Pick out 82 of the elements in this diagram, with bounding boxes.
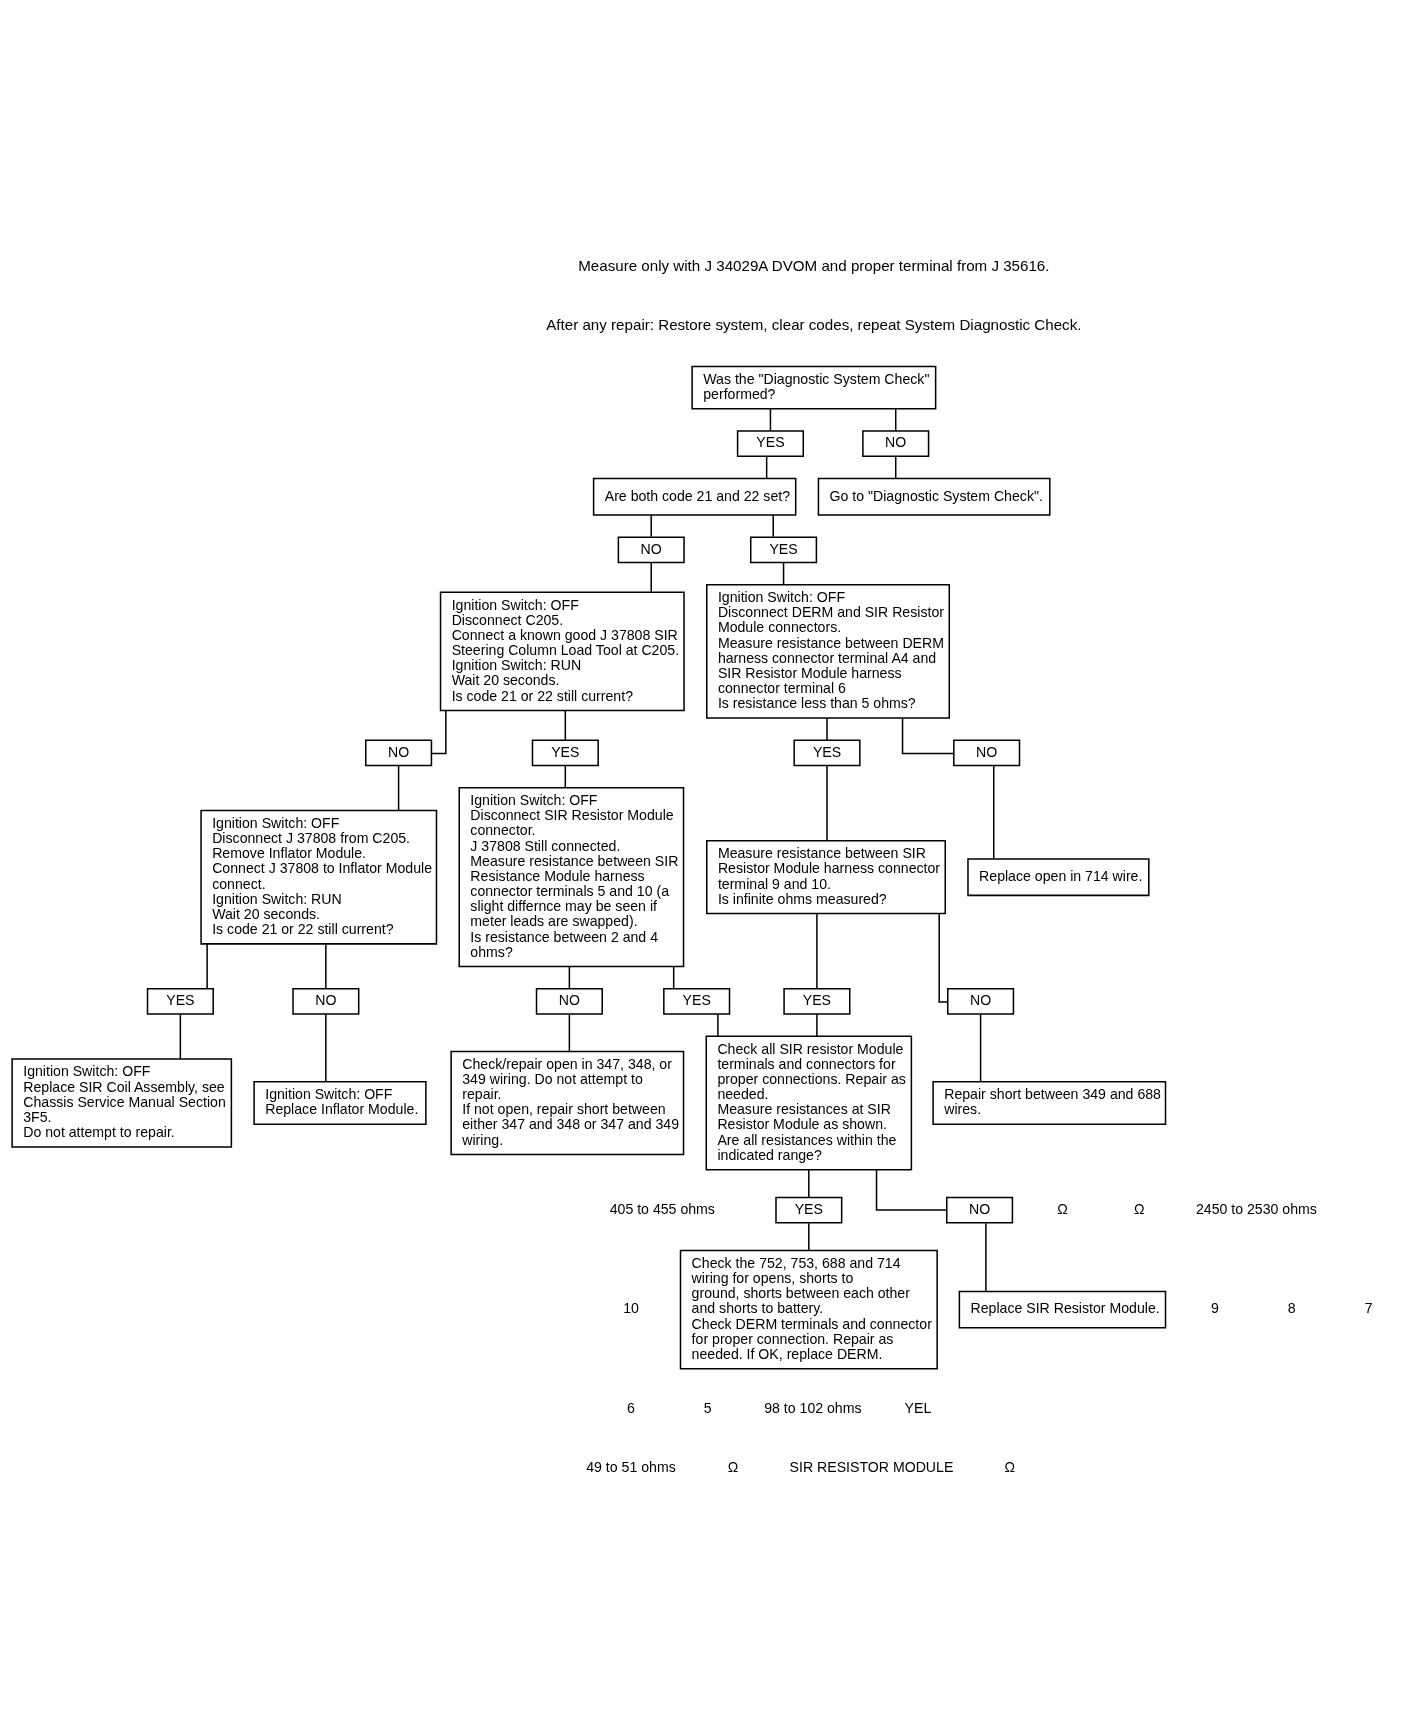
node-box: NO xyxy=(365,739,433,766)
node-box: YES xyxy=(783,987,851,1015)
node-box: Are both code 21 and 22 set? xyxy=(592,477,797,516)
connector xyxy=(816,912,818,990)
label: YEL xyxy=(904,1399,932,1416)
label: 10 xyxy=(623,1299,639,1316)
connector xyxy=(894,407,897,432)
connector xyxy=(816,1013,818,1037)
connector xyxy=(325,1013,327,1083)
connector xyxy=(397,764,400,811)
connector xyxy=(894,455,897,479)
connector xyxy=(650,513,652,538)
label: 5 xyxy=(703,1399,712,1416)
node-box: YES xyxy=(146,987,214,1015)
connector xyxy=(782,561,785,585)
label: 2450 to 2530 ohms xyxy=(1195,1200,1317,1217)
node-box: Go to "Diagnostic System Check". xyxy=(817,477,1051,516)
label: 8 xyxy=(1287,1299,1296,1316)
label: After any repair: Restore system, clear codes, repeat System Diagnostic Check. xyxy=(546,315,1082,333)
connector xyxy=(765,455,768,479)
label: 7 xyxy=(1364,1299,1373,1316)
label: Ω xyxy=(1004,1458,1016,1475)
label: Ω xyxy=(727,1458,739,1475)
label: 9 xyxy=(1211,1299,1219,1316)
connector xyxy=(901,717,955,754)
node-box: YES xyxy=(531,739,599,766)
connector xyxy=(672,965,675,989)
node-box: YES xyxy=(749,535,818,563)
label: 98 to 102 ohms xyxy=(764,1399,862,1416)
connector xyxy=(568,965,571,989)
node-box: Ignition Switch: OFF Disconnect J 37808 from C205. Remove Inflator Module. Connect J 37808 to Inflator Module connect. Ignition Switch: RUN Wait 20 seconds. Is code 21 or 22 still current? xyxy=(200,809,438,945)
connector xyxy=(717,1013,719,1037)
node-box: Was the "Diagnostic System Check" performed? xyxy=(691,365,937,410)
node-box: Ignition Switch: OFF Replace SIR Coil Assembly, see Chassis Service Manual Section 3F5. Do not attempt to repair. xyxy=(11,1057,233,1148)
node-box: Repair short between 349 and 688 wires. xyxy=(932,1080,1167,1125)
node-box: YES xyxy=(775,1196,843,1223)
connector xyxy=(993,764,995,859)
node-box: YES xyxy=(663,987,731,1015)
label: 6 xyxy=(627,1399,635,1416)
connector xyxy=(979,1013,982,1083)
connector xyxy=(875,1168,948,1211)
connector xyxy=(808,1221,810,1251)
label: 49 to 51 ohms xyxy=(586,1458,676,1475)
node-box: Ignition Switch: OFF Disconnect DERM and SIR Resistor Module connectors. Measure resistance between DERM harness connector terminal A4 and SIR Resistor Module harness connector terminal 6 Is resistance less than 5 ohms? xyxy=(706,583,951,719)
node-box: Check all SIR resistor Module terminals and connectors for proper connections. Repair as needed. Measure resistances at SIR Resistor Module as shown. Are all resistances within the indicated range? xyxy=(705,1035,913,1170)
connector xyxy=(985,1221,987,1292)
connector xyxy=(179,1013,182,1060)
node-box: Check/repair open in 347, 348, or 349 wiring. Do not attempt to repair. If not open, repair short between either 347 and 348 or 347 and 349 wiring. xyxy=(450,1050,685,1155)
node-box: Ignition Switch: OFF Disconnect C205. Connect a known good J 37808 SIR Steering Column Load Tool at C205. Ignition Switch: RUN Wait 20 seconds. Is code 21 or 22 still current? xyxy=(439,591,685,711)
label: SIR RESISTOR MODULE xyxy=(789,1458,954,1475)
node-box: Ignition Switch: OFF Disconnect SIR Resistor Module connector. J 37808 Still connected. Measure resistance between SIR Resistance Module harness connector terminals 5 and 10 (a slight differnce may be seen if meter leads are swapped). Is resistance between 2 and 4 ohms? xyxy=(458,786,685,967)
node-box: YES xyxy=(736,429,805,457)
node-box: Check the 752, 753, 688 and 714 wiring for opens, shorts to ground, shorts between each other and shorts to battery. Check DERM terminals and connector for proper connection. Repair as needed. If OK, replace DERM. xyxy=(679,1249,938,1369)
connector xyxy=(826,764,828,842)
node-box: NO xyxy=(292,987,360,1015)
node-box: NO xyxy=(947,987,1015,1015)
label: Ω xyxy=(1133,1200,1145,1217)
connector xyxy=(808,1168,810,1198)
connector xyxy=(650,561,652,593)
node-box: NO xyxy=(862,429,930,457)
connector xyxy=(564,709,567,741)
connector xyxy=(568,1013,571,1052)
connector xyxy=(772,513,774,538)
connector xyxy=(938,912,949,1003)
node-box: Ignition Switch: OFF Replace Inflator Module. xyxy=(253,1080,427,1125)
node-box: NO xyxy=(535,987,603,1015)
node-box: Replace open in 714 wire. xyxy=(967,857,1150,896)
connector xyxy=(769,407,772,432)
connector xyxy=(826,716,828,741)
node-box: NO xyxy=(617,535,685,563)
label: 405 to 455 ohms xyxy=(609,1200,715,1217)
label: Measure only with J 34029A DVOM and proper terminal from J 35616. xyxy=(578,256,1050,274)
node-box: NO xyxy=(953,739,1021,766)
connector xyxy=(564,764,567,788)
connector xyxy=(430,709,447,754)
connector xyxy=(206,942,208,989)
node-box: NO xyxy=(946,1196,1014,1223)
node-box: YES xyxy=(793,739,861,766)
connector xyxy=(325,942,327,989)
node-box: Replace SIR Resistor Module. xyxy=(958,1290,1167,1329)
label: Ω xyxy=(1057,1200,1068,1217)
node-box: Measure resistance between SIR Resistor Module harness connector terminal 9 and 10. Is infinite ohms measured? xyxy=(706,839,946,914)
